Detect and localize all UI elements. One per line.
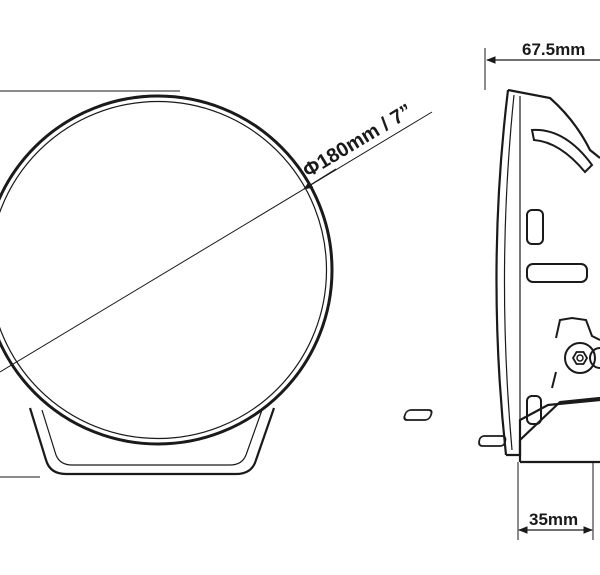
depth-label: 67.5mm [522, 40, 585, 59]
front-view: Φ180mm / 7” [0, 90, 433, 478]
mount-bolt-second [589, 347, 600, 369]
diameter-dimension-line [0, 111, 433, 373]
vent-slot-lower [526, 395, 542, 425]
mount-bolt-outer [564, 342, 596, 374]
vent-slot-upper [526, 209, 544, 245]
lamp-housing-outer-ring [0, 94, 334, 446]
lamp-housing-inner-ring [0, 100, 328, 440]
mount-bolt-hex [571, 351, 589, 365]
cooling-fin-top [530, 128, 594, 174]
bracket-width-label: 35mm [529, 510, 578, 529]
lens-front-inner [503, 94, 515, 451]
mounting-bracket-inner [41, 409, 263, 466]
diameter-arrow [303, 168, 337, 190]
bracket-slot-lower [478, 435, 507, 447]
bracket-slot-upper [403, 409, 433, 421]
housing-top-edge [507, 88, 600, 159]
side-view: 67.5mm 35mm [403, 40, 600, 540]
mount-knuckle-edge [551, 371, 557, 389]
bracket-plate-edge [518, 396, 600, 462]
lens-front-outer [495, 89, 510, 456]
mounting-bracket-outer [28, 407, 276, 476]
mount-knuckle-top [555, 316, 600, 341]
diameter-label: Φ180mm / 7” [299, 100, 416, 182]
vent-slot-middle [526, 263, 588, 283]
mount-bolt-center [576, 354, 584, 362]
